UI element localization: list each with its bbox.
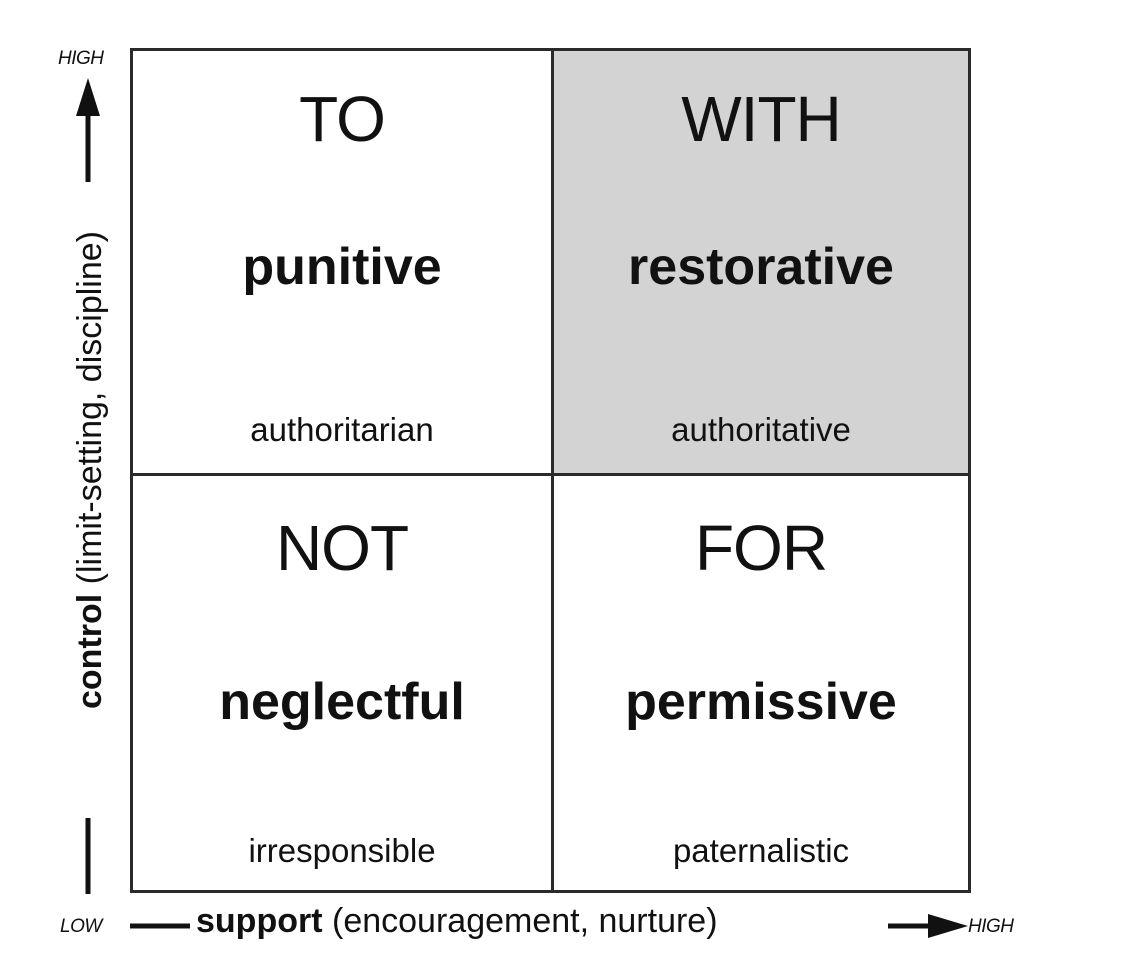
quadrant-bottom-left: NOT neglectful irresponsible (133, 476, 554, 890)
y-axis-title: control (limit-setting, discipline) (71, 231, 109, 709)
y-axis-title-bold: control (71, 593, 109, 709)
quadrant-bottom-right: FOR permissive paternalistic (554, 476, 968, 890)
y-axis-arrowhead (76, 78, 100, 116)
quadrant-label: restorative (628, 238, 894, 296)
x-axis-title: support (encouragement, nurture) (196, 904, 718, 938)
x-axis-title-bold: support (196, 902, 323, 940)
y-axis-title-rest: (limit-setting, discipline) (71, 231, 109, 585)
quadrant-sublabel: authoritative (671, 411, 851, 448)
quadrant-label: permissive (625, 673, 897, 731)
quadrant-top-right: WITH restorative authoritative (554, 51, 968, 476)
quadrant-sublabel: irresponsible (248, 832, 436, 869)
quadrant-word: NOT (275, 512, 409, 584)
x-axis-arrowhead (928, 914, 968, 938)
quadrant-sublabel: paternalistic (672, 832, 850, 869)
quadrant-label: punitive (242, 238, 442, 296)
quadrant-label: neglectful (219, 673, 465, 731)
quadrant-word: TO (299, 83, 386, 155)
quadrant-word: WITH (681, 83, 842, 155)
origin-low-label: LOW (60, 916, 102, 937)
x-axis-title-rest: (encouragement, nurture) (332, 902, 718, 940)
x-axis-high-label: HIGH (968, 916, 1014, 937)
quadrant-sublabel: authoritarian (250, 411, 434, 448)
social-discipline-window: TO punitive authoritarian WITH restorati… (130, 48, 971, 893)
quadrant-top-left: TO punitive authoritarian (133, 51, 554, 476)
y-axis-high-label: HIGH (58, 48, 104, 69)
quadrant-word: FOR (694, 512, 828, 584)
